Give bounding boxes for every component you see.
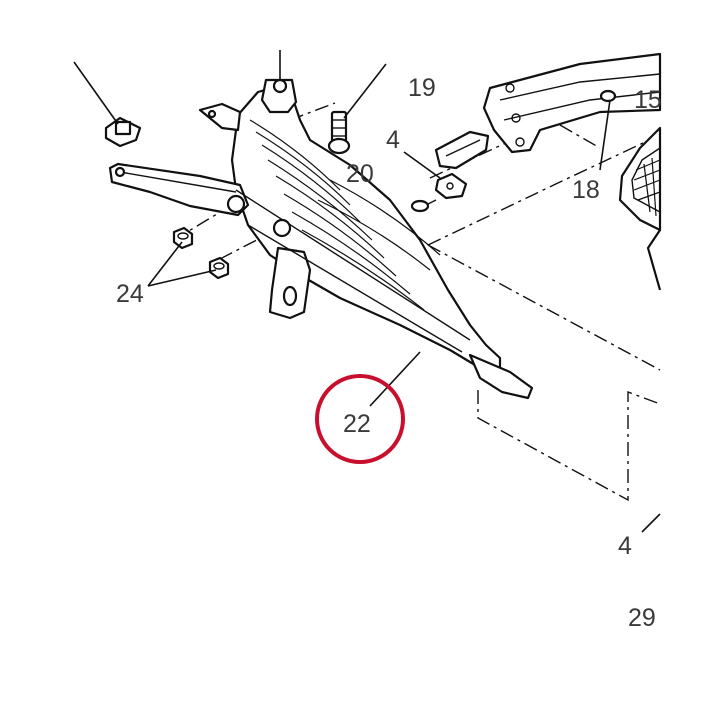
callout-19: 19 <box>408 74 436 102</box>
nut-24-lower <box>208 256 230 280</box>
callout-22: 22 <box>343 410 371 438</box>
callout-18: 18 <box>572 176 600 204</box>
callout-29: 29 <box>628 604 656 632</box>
screw-20 <box>410 199 437 213</box>
nut-24-upper <box>172 226 194 250</box>
callout-labels: 19 15 4 20 18 24 22 4 29 <box>116 74 662 632</box>
grille-panel <box>618 126 662 291</box>
bolt-upper-left <box>327 110 351 155</box>
upper-rail-part <box>482 52 662 154</box>
callout-4-upper: 4 <box>386 126 400 154</box>
leader-lines <box>73 50 661 533</box>
callout-24: 24 <box>116 280 144 308</box>
callout-4-lower: 4 <box>618 532 632 560</box>
callout-15: 15 <box>634 86 662 114</box>
callout-20: 20 <box>346 160 374 188</box>
bracket-4-upper <box>434 172 468 200</box>
highlight-circle <box>315 374 405 464</box>
subframe-bracket-part <box>108 78 534 400</box>
clip-nut <box>104 116 142 148</box>
clamp-19 <box>434 130 490 170</box>
